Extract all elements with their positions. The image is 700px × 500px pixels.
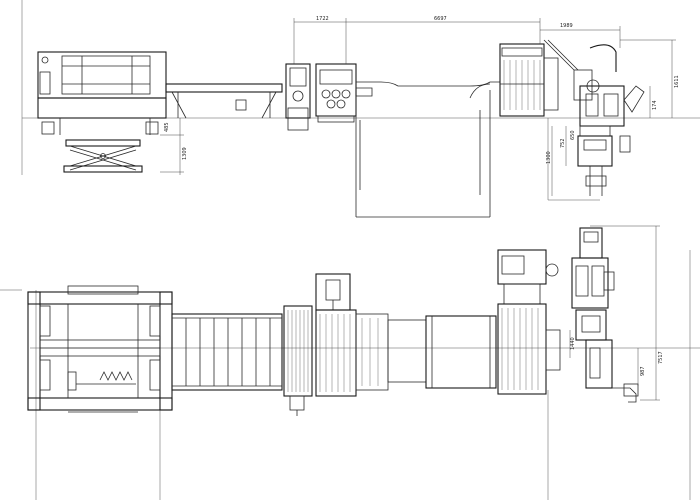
leveler-unit-top: [285, 63, 357, 131]
dim-1309: 1309: [182, 147, 188, 160]
stacker-unit-plan: [571, 227, 639, 403]
dimension-lines-top: [160, 18, 676, 196]
dim-1300: 1300: [546, 151, 552, 164]
dim-1440: 1440: [570, 337, 576, 350]
strip-loop-top: [355, 81, 500, 218]
dim-987: 987: [640, 366, 646, 376]
side-elevation-view: 1722 6697 1989 1611 174 485 1309 1300 75…: [21, 0, 700, 218]
dimension-lines-plan: [569, 225, 660, 401]
feed-table-top: [165, 83, 283, 119]
dim-1722: 1722: [316, 16, 329, 22]
stacker-unit-top: [577, 44, 645, 196]
uncoiler-unit-plan: [27, 285, 173, 413]
roller-table-plan: [171, 313, 283, 391]
dim-650: 650: [570, 130, 576, 140]
leveler-unit-plan: [283, 305, 313, 416]
dim-1611: 1611: [674, 75, 680, 88]
press-unit-top: [499, 39, 593, 117]
straightener-unit-plan: [315, 273, 389, 397]
uncoiler-unit-top: [37, 51, 167, 173]
dim-1989: 1989: [560, 23, 573, 29]
dim-6697: 6697: [434, 16, 447, 22]
dim-174: 174: [652, 100, 658, 110]
dim-752: 752: [560, 138, 566, 148]
dim-7517: 7517: [658, 351, 664, 364]
press-unit-plan: [497, 249, 561, 395]
dim-485: 485: [164, 122, 170, 132]
conveyor-plan: [387, 315, 497, 389]
plan-view: 7517 987 1440: [0, 225, 700, 500]
